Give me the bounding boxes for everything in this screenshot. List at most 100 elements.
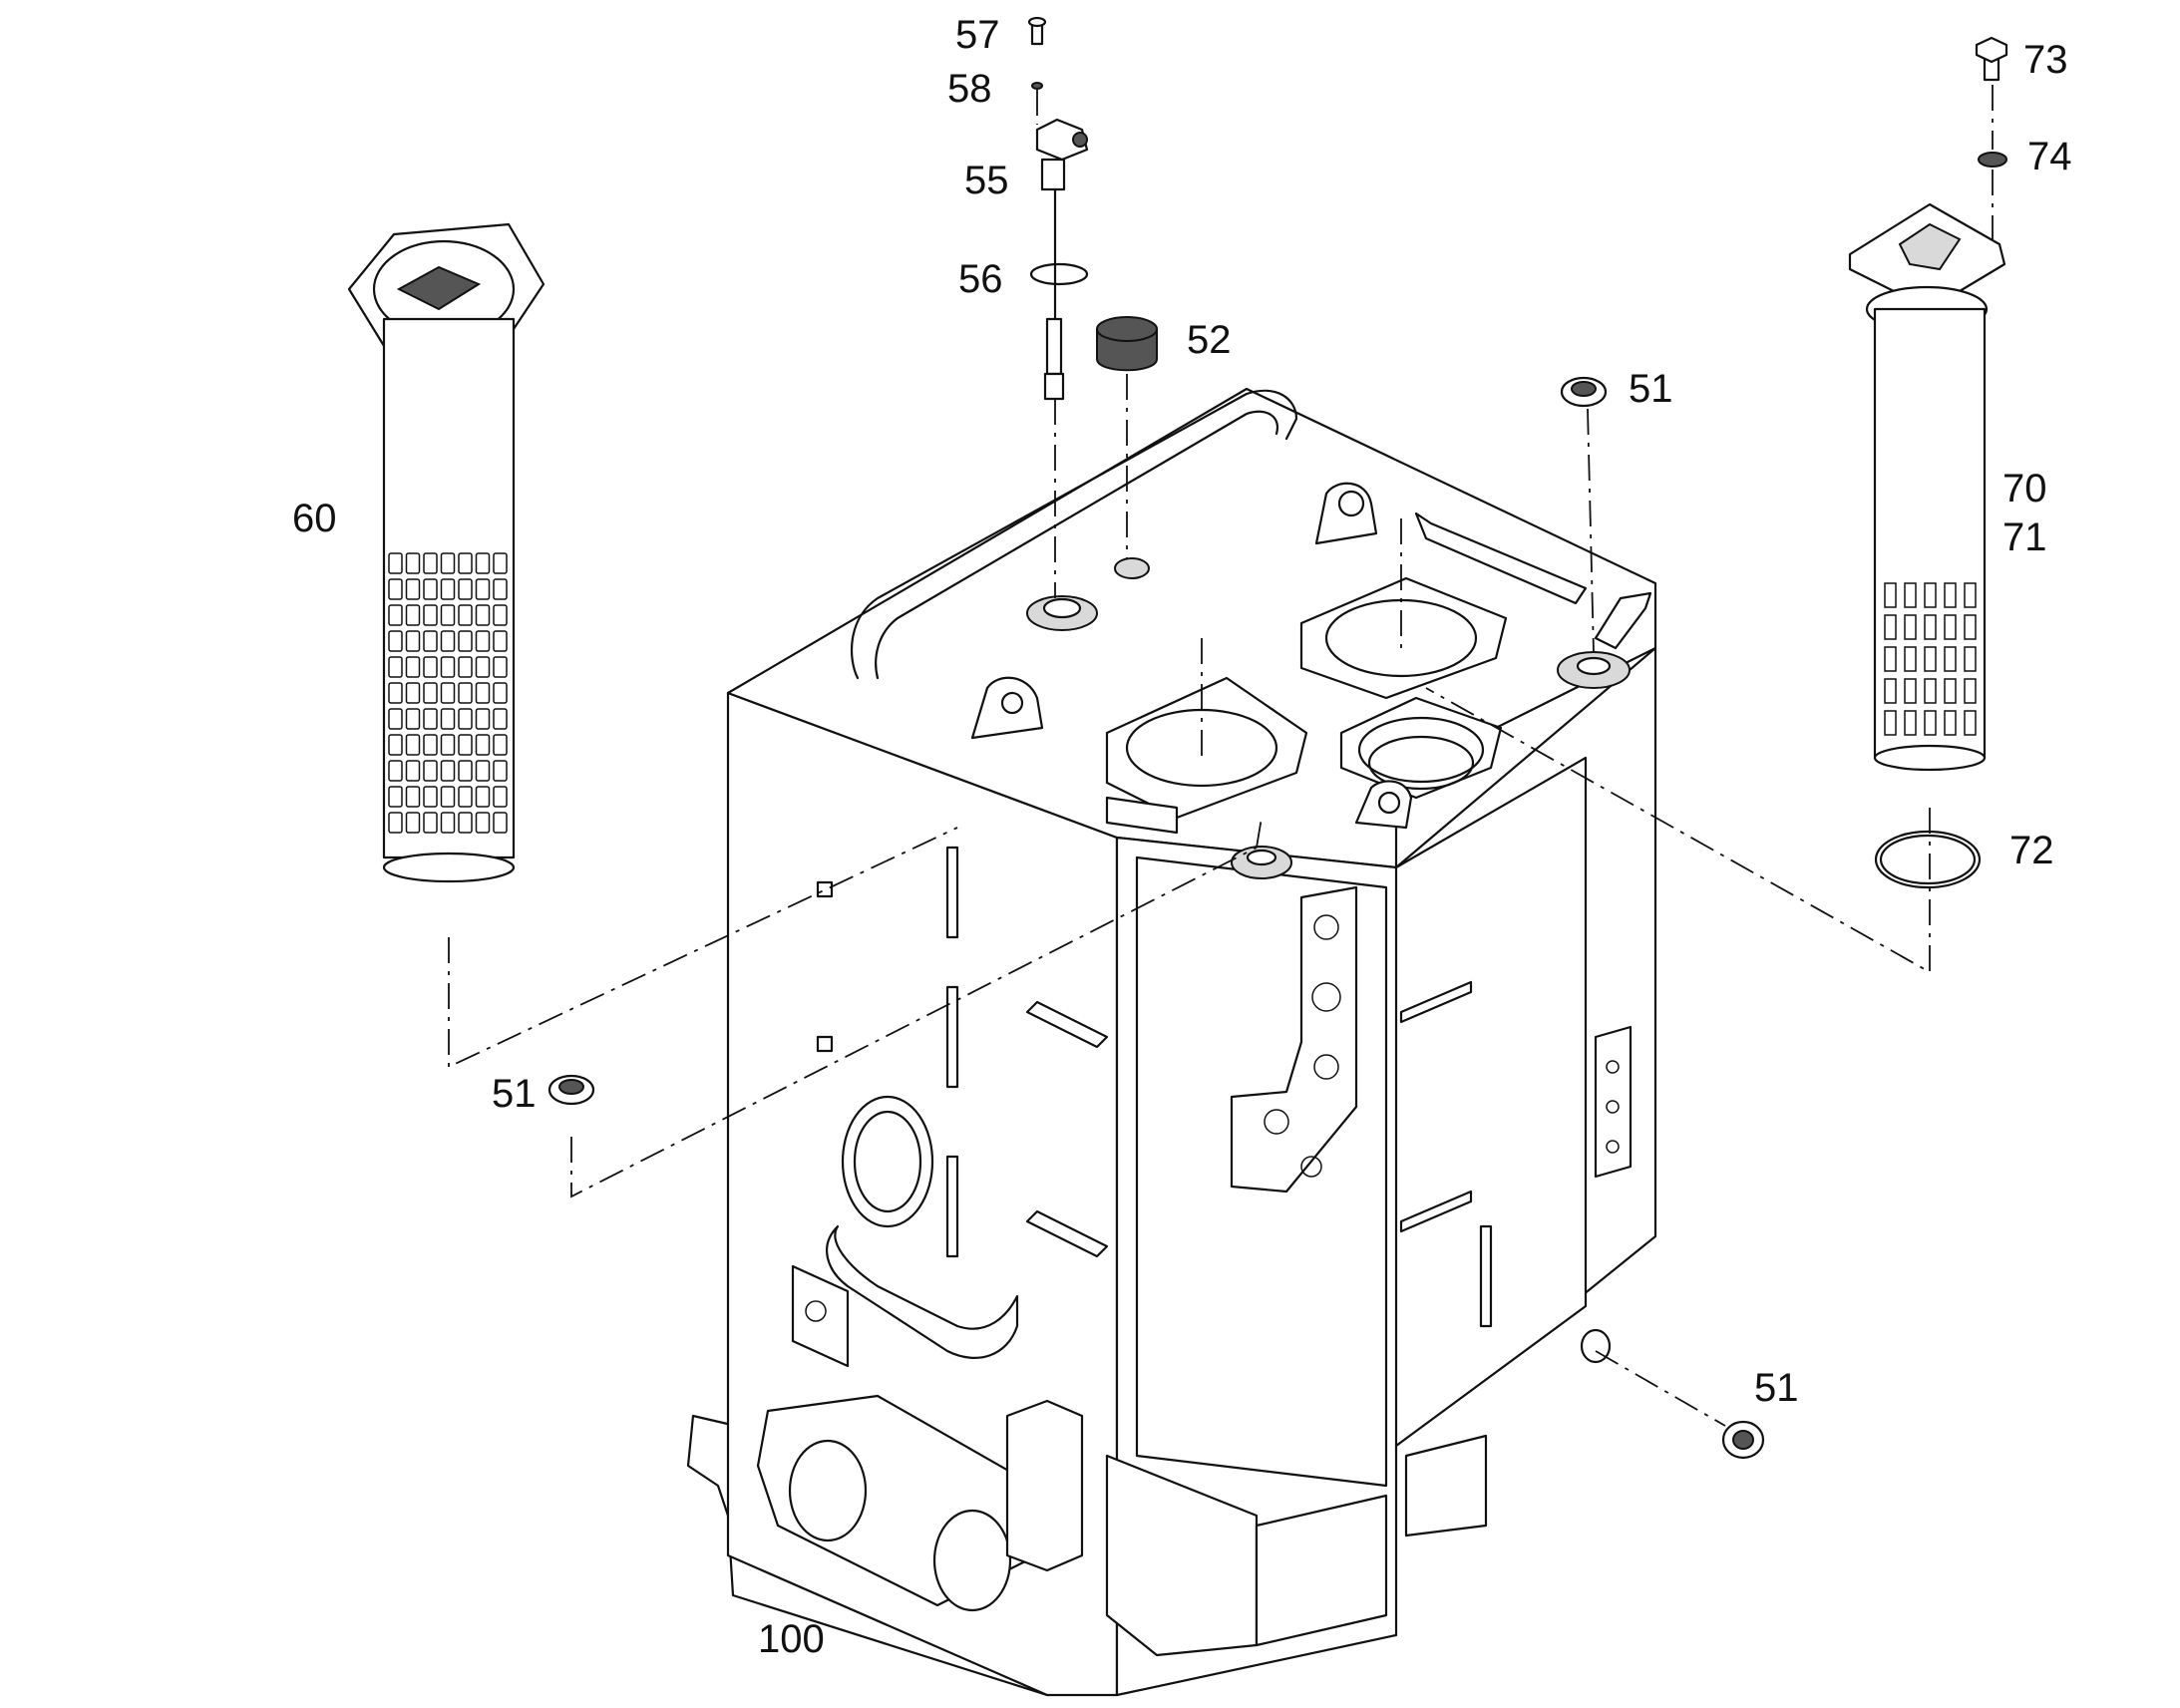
callout-56: 56 <box>958 257 1003 301</box>
level-sensor-55 <box>1027 16 1089 401</box>
pump-flange-hole-right <box>932 1509 1012 1612</box>
filter-element-60 <box>347 222 545 883</box>
right-face-tab-2 <box>1399 1190 1473 1233</box>
front-mount-plate-hole-3 <box>1313 1054 1339 1080</box>
filter-70-slot <box>1884 582 1897 608</box>
callout-60: 60 <box>292 497 337 540</box>
suction-filter-70 <box>1848 36 2008 889</box>
filter-60-mesh <box>388 552 508 834</box>
filter-60-bottom <box>382 852 516 883</box>
front-mount-plate-hole-5 <box>1300 1156 1322 1178</box>
filter-60-mesh-cell <box>423 656 438 678</box>
filter-60-mesh-cell <box>440 734 456 756</box>
plug-51-right-hole <box>1732 1430 1754 1450</box>
sensor-55-probe <box>1045 317 1063 376</box>
left-face-bracket <box>826 1224 1019 1359</box>
filter-60-mesh-cell <box>388 812 403 834</box>
filter-60-mesh-cell <box>458 682 473 704</box>
filter-70-slots <box>1884 582 1977 736</box>
filter-60-mesh-cell <box>493 656 508 678</box>
filter-60-mesh-cell <box>493 760 508 782</box>
top-pad <box>1105 796 1179 835</box>
front-mount-plate-hole-4 <box>1264 1109 1289 1135</box>
filter-60-mesh-cell <box>440 760 456 782</box>
filter-60-mesh-cell <box>405 812 421 834</box>
filter-60-mesh-cell <box>388 578 403 600</box>
front-mount-plate-hole-1 <box>1313 914 1339 940</box>
filter-70-slot <box>1964 678 1977 704</box>
filter-70-slot <box>1884 678 1897 704</box>
assembly-lines <box>448 85 1994 1427</box>
plug-52 <box>1096 316 1158 372</box>
right-face-tab-1 <box>1399 980 1473 1024</box>
filter-60-mesh-cell <box>405 552 421 574</box>
sensor-55-tip <box>1043 372 1065 401</box>
filter-70-slot <box>1944 614 1957 640</box>
screw-57-head <box>1027 16 1047 28</box>
filter-60-mesh-cell <box>388 656 403 678</box>
filter-60-mesh-cell <box>405 656 421 678</box>
filter-60-mesh-cell <box>493 604 508 626</box>
filter-70-slot <box>1924 582 1937 608</box>
filter-60-mesh-cell <box>388 708 403 730</box>
filter-70-slot <box>1964 710 1977 736</box>
top-rail <box>1414 512 1588 605</box>
callout-51-right: 51 <box>1754 1366 1799 1410</box>
filter-70-slot <box>1924 678 1937 704</box>
left-face-block <box>791 1264 850 1368</box>
left-face-square-2 <box>816 1035 834 1053</box>
filter-70-slot <box>1884 614 1897 640</box>
retaining-ring-72-inner <box>1879 834 1977 885</box>
right-strip-hole-3 <box>1606 1140 1620 1154</box>
filter-60-mesh-cell <box>475 578 491 600</box>
filter-60-mesh-cell <box>493 578 508 600</box>
housing-base-skirt <box>1105 1454 1259 1657</box>
filter-60-mesh-cell <box>475 552 491 574</box>
filter-60-mesh-cell <box>493 708 508 730</box>
filter-60-mesh-cell <box>458 630 473 652</box>
filter-60-cap-window <box>396 265 482 311</box>
filter-60-mesh-cell <box>388 760 403 782</box>
filter-60-tube <box>382 317 516 859</box>
plug-52-top <box>1096 316 1158 342</box>
filter-60-mesh-cell <box>493 812 508 834</box>
filter-60-mesh-cell <box>423 578 438 600</box>
filter-70-slot <box>1904 582 1917 608</box>
filter-60-mesh-cell <box>423 734 438 756</box>
left-face-block-hole <box>805 1300 827 1322</box>
filter-60-mesh-cell <box>475 708 491 730</box>
housing-handle <box>850 389 1298 680</box>
filter-60-mesh-cell <box>458 812 473 834</box>
filter-60-mesh-cell <box>440 682 456 704</box>
plug-51-top <box>1560 376 1608 408</box>
retaining-ring-72 <box>1874 830 1982 889</box>
callout-71: 71 <box>2002 515 2047 559</box>
filter-60-mesh-cell <box>475 734 491 756</box>
filter-60-mesh-cell <box>440 656 456 678</box>
filter-70-slot <box>1904 646 1917 672</box>
filter-60-mesh-cell <box>440 786 456 808</box>
filter-60-mesh-cell <box>388 552 403 574</box>
filter-70-slot <box>1884 646 1897 672</box>
callout-70: 70 <box>2002 467 2047 511</box>
boss-51-top-hole <box>1576 656 1612 676</box>
lifting-eye-top-hole <box>1337 490 1365 517</box>
sensor-55-head <box>1035 118 1089 162</box>
top-clip <box>1594 591 1652 650</box>
filter-60-mesh-cell <box>440 552 456 574</box>
filter-60-mesh-cell <box>440 708 456 730</box>
housing-100 <box>686 387 1657 1697</box>
front-mount-plate-hole-2 <box>1311 982 1341 1012</box>
top-opening-center-thread <box>1367 735 1475 791</box>
callout-51-left: 51 <box>492 1072 537 1116</box>
callout-72: 72 <box>2009 829 2054 872</box>
callout-74: 74 <box>2027 135 2072 178</box>
oring-56 <box>1029 262 1089 286</box>
boss-55-hole <box>1042 597 1082 619</box>
filter-60-mesh-cell <box>405 734 421 756</box>
callout-52: 52 <box>1187 318 1232 362</box>
lifting-eye-left-hole <box>1000 691 1024 715</box>
filter-60-mesh-cell <box>423 708 438 730</box>
